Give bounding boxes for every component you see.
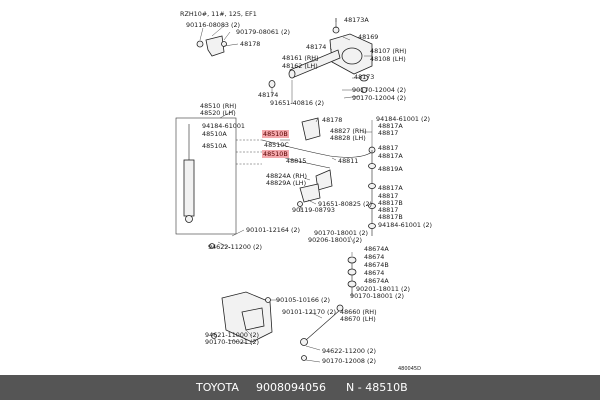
label-48674-1: 48674 <box>364 253 385 261</box>
label-48169: 48169 <box>358 33 379 41</box>
label-48817b-2: 48817B <box>378 213 403 221</box>
label-48178-top: 48178 <box>240 40 261 48</box>
label-90170-12004-a: 90170-12004 (2) <box>352 86 407 94</box>
label-48674a-2: 48674A <box>364 277 389 285</box>
diagram-header-note: RZH10#, 11#, 125, EF1 <box>180 10 257 18</box>
label-48829a-lh: 48829A (LH) <box>266 179 307 187</box>
label-48510a-lower: 48510A <box>202 142 227 150</box>
label-48817a-3: 48817A <box>378 184 403 192</box>
footer-bar: TOYOTA 9008094056 N - 48510B <box>0 375 600 400</box>
label-48828-lh: 48828 (LH) <box>330 134 366 142</box>
label-94184-61001-left: 94184-61001 <box>202 122 245 130</box>
upper-bracket-left <box>196 27 227 57</box>
label-48108-lh: 48108 (LH) <box>370 55 406 63</box>
label-94184-61001-top: 94184-61001 (2) <box>376 115 431 123</box>
label-94621-11000: 94621-11000 (2) <box>205 331 260 339</box>
leader-lines <box>209 18 373 363</box>
diagram-drawing <box>175 18 376 363</box>
label-48817-1: 48817 <box>378 129 399 137</box>
shock-absorber <box>175 117 262 235</box>
label-90179-08061: 90179-08061 (2) <box>236 28 291 36</box>
label-48827-rh: 48827 (RH) <box>330 127 367 135</box>
label-48174-lower: 48174 <box>258 91 279 99</box>
label-90170-18001-b: 90170-18001 (2) <box>350 292 405 300</box>
label-48510a-upper: 48510A <box>202 130 227 138</box>
label-48510b-lower: 48510B <box>262 150 289 158</box>
label-90170-12004-b: 90170-12004 (2) <box>352 94 407 102</box>
label-90105-10166: 90105-10166 (2) <box>276 296 331 304</box>
footer-part-number: 9008094056 <box>256 381 326 394</box>
label-48510-rh: 48510 (RH) <box>200 102 237 110</box>
label-48520-lh: 48520 (LH) <box>200 109 236 117</box>
label-48173: 48173 <box>354 73 375 81</box>
label-48161-rh: 48161 (RH) <box>282 54 319 62</box>
label-90170-18001-a: 90170-18001 (2) <box>314 229 369 237</box>
label-90119-08793: 90119-08793 <box>292 206 335 214</box>
parts-diagram: RZH10#, 11#, 125, EF1 90116-08083 (2) 90… <box>175 10 433 372</box>
label-48660-rh: 48660 (RH) <box>340 308 377 316</box>
upper-arm-assembly <box>268 18 373 93</box>
label-48817-4: 48817 <box>378 206 399 214</box>
label-48817b-1: 48817B <box>378 199 403 207</box>
label-91651-40816: 91651-40816 (2) <box>270 99 325 107</box>
label-94184-61001-bottom: 94184-61001 (2) <box>378 221 433 229</box>
label-48162-lh: 48162 (LH) <box>282 62 318 70</box>
label-48107-rh: 48107 (RH) <box>370 47 407 55</box>
lower-link-assembly <box>300 256 357 346</box>
label-94622-11200-a: 94622-11200 (2) <box>208 243 263 251</box>
label-48815: 48815 <box>286 157 307 165</box>
footer-reference: N - 48510B <box>346 381 408 394</box>
label-94622-11200-b: 94622-11200 (2) <box>322 347 377 355</box>
label-48510c: 48510C <box>264 141 289 149</box>
lower-bracket <box>211 291 273 343</box>
label-48674-2: 48674 <box>364 269 385 277</box>
label-48173a: 48173A <box>344 16 369 24</box>
label-90170-10021: 90170-10021 (2) <box>205 338 260 346</box>
label-48817a-1: 48817A <box>378 122 403 130</box>
label-90116-08083: 90116-08083 (2) <box>186 21 241 29</box>
footer-brand: TOYOTA <box>196 381 239 394</box>
label-48510b-upper: 48510B <box>262 130 289 138</box>
label-91651-80825: 91651-80825 (2) <box>318 200 373 208</box>
label-48670-lh: 48670 (LH) <box>340 315 376 323</box>
label-48811: 48811 <box>338 157 359 165</box>
diagram-code: 480045D <box>398 366 421 372</box>
label-90201-18011: 90201-18011 (2) <box>356 285 411 293</box>
stabilizer-bar <box>261 117 376 236</box>
label-90101-12164: 90101-12164 (2) <box>246 226 301 234</box>
label-48819a: 48819A <box>378 165 403 173</box>
label-48824a-rh: 48824A (RH) <box>266 172 307 180</box>
label-48817-2: 48817 <box>378 144 399 152</box>
label-48174-upper: 48174 <box>306 43 327 51</box>
label-90206-18001: 90206-18001 (2) <box>308 236 363 244</box>
highlight-48510b-upper: 48510B <box>262 130 289 138</box>
label-48817-3: 48817 <box>378 192 399 200</box>
label-48178-mid: 48178 <box>322 116 343 124</box>
highlight-48510b-lower: 48510B <box>262 150 289 158</box>
label-48817a-2: 48817A <box>378 152 403 160</box>
label-90101-12170: 90101-12170 (2) <box>282 308 337 316</box>
label-48674a-1: 48674A <box>364 245 389 253</box>
label-90170-12008: 90170-12008 (2) <box>322 357 377 365</box>
label-48674b: 48674B <box>364 261 389 269</box>
